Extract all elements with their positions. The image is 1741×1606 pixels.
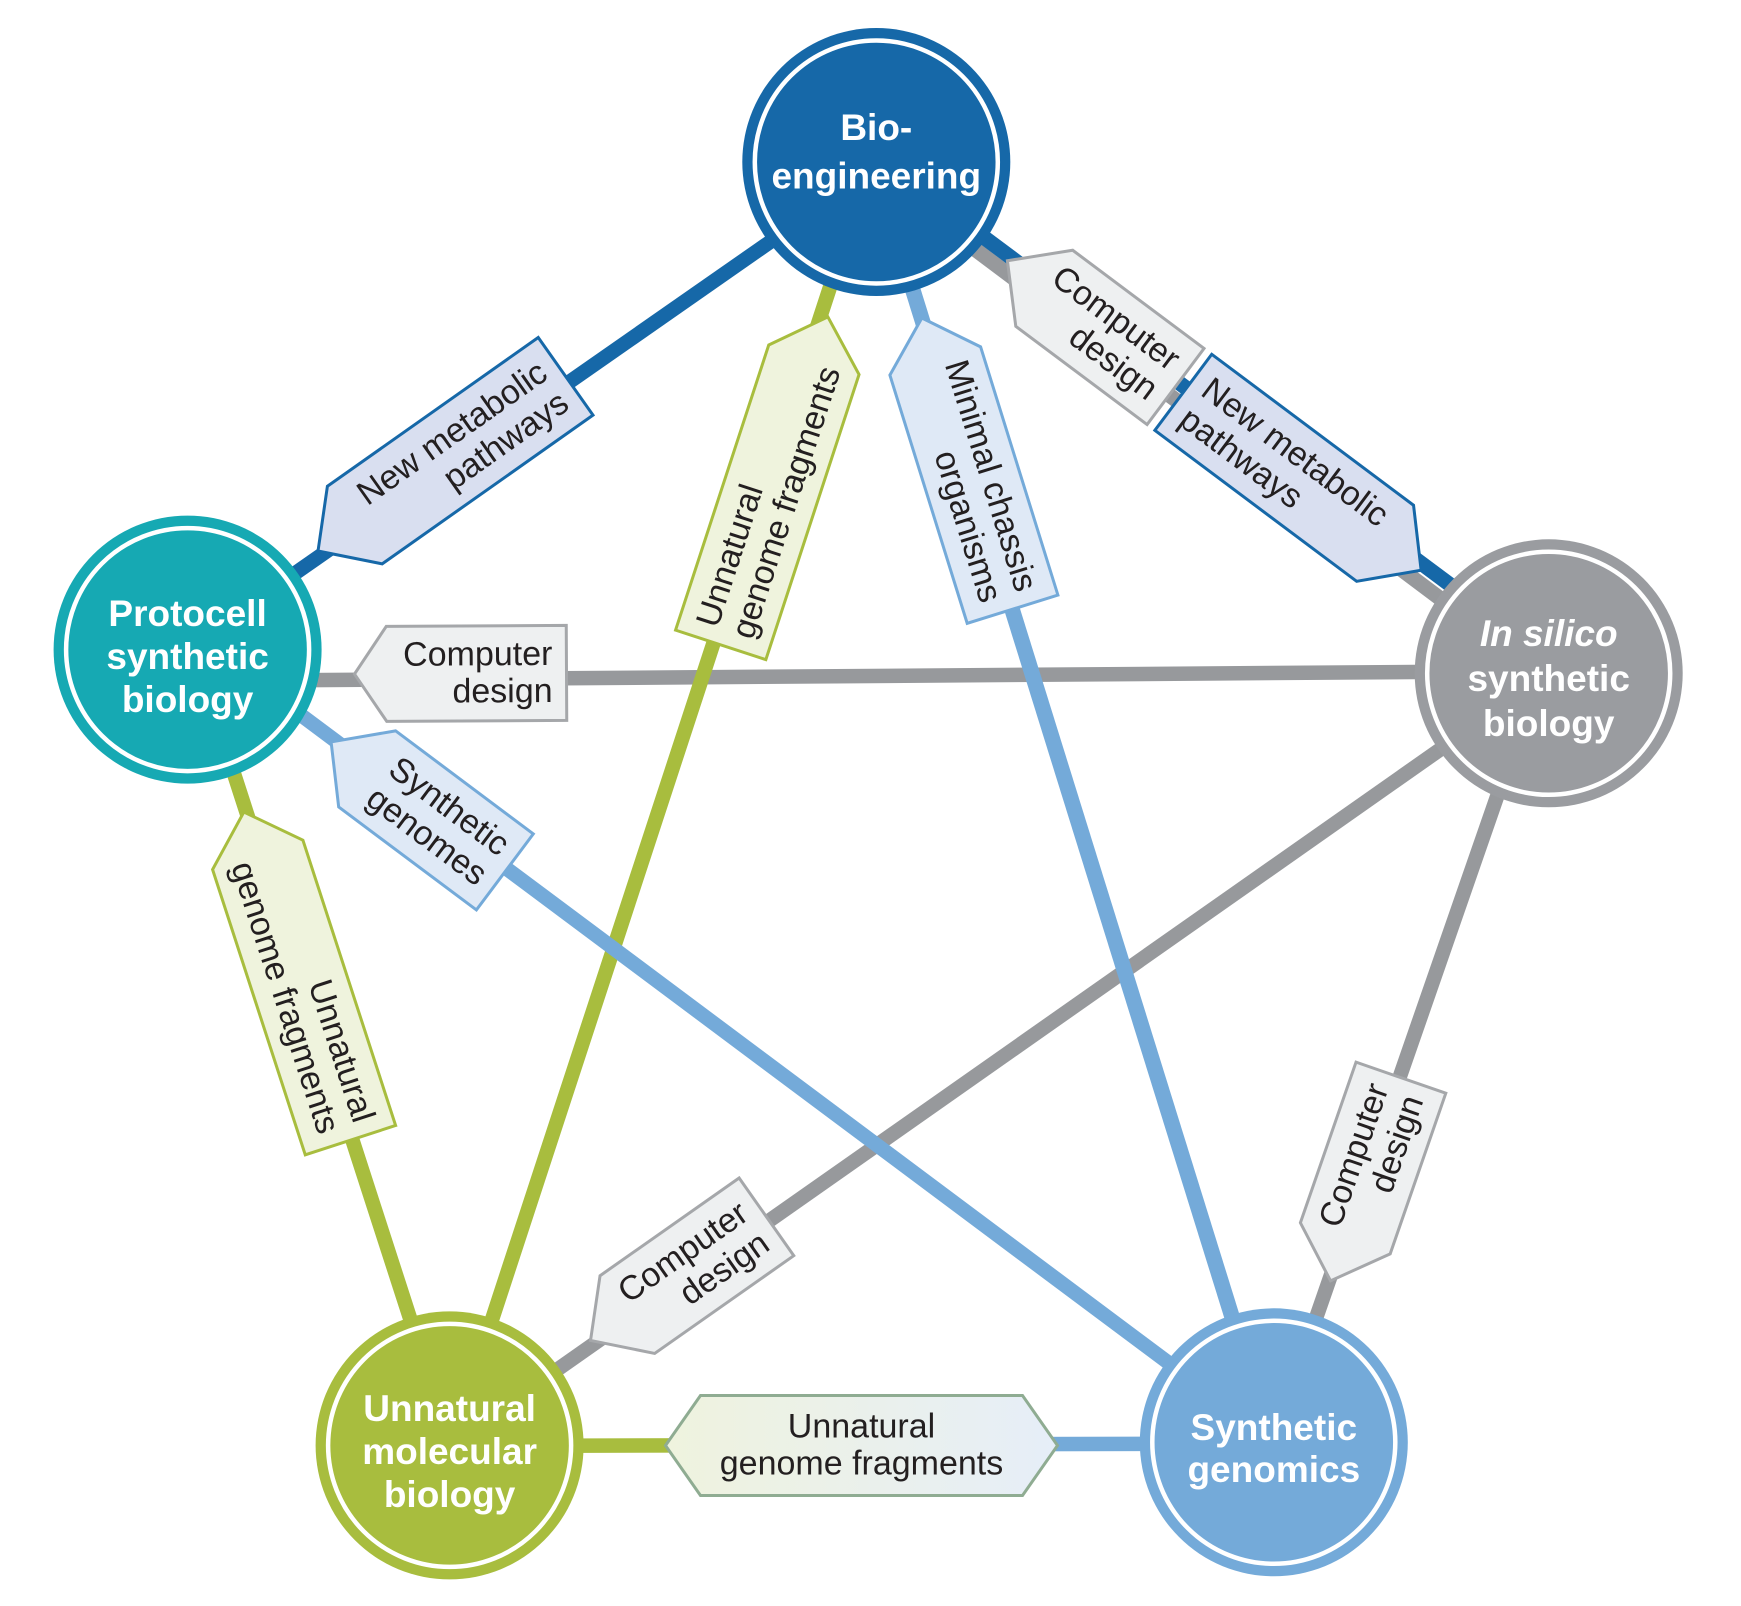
svg-text:In silico: In silico (1480, 613, 1618, 654)
svg-text:synthetic: synthetic (1467, 658, 1629, 699)
svg-text:genome fragments: genome fragments (720, 1445, 1004, 1483)
svg-text:Unnatural: Unnatural (363, 1388, 536, 1429)
svg-text:Computer: Computer (403, 635, 552, 674)
svg-text:biology: biology (384, 1474, 516, 1515)
svg-text:synthetic: synthetic (106, 636, 268, 677)
svg-text:Unnatural: Unnatural (788, 1408, 935, 1446)
svg-text:genomics: genomics (1187, 1449, 1360, 1490)
svg-text:biology: biology (122, 679, 254, 720)
svg-text:engineering: engineering (771, 156, 981, 197)
svg-text:Protocell: Protocell (108, 593, 266, 634)
svg-text:biology: biology (1483, 703, 1615, 744)
svg-text:Bio-: Bio- (840, 107, 912, 148)
svg-text:design: design (452, 672, 552, 711)
svg-text:Synthetic: Synthetic (1191, 1407, 1358, 1448)
svg-text:molecular: molecular (362, 1431, 537, 1472)
